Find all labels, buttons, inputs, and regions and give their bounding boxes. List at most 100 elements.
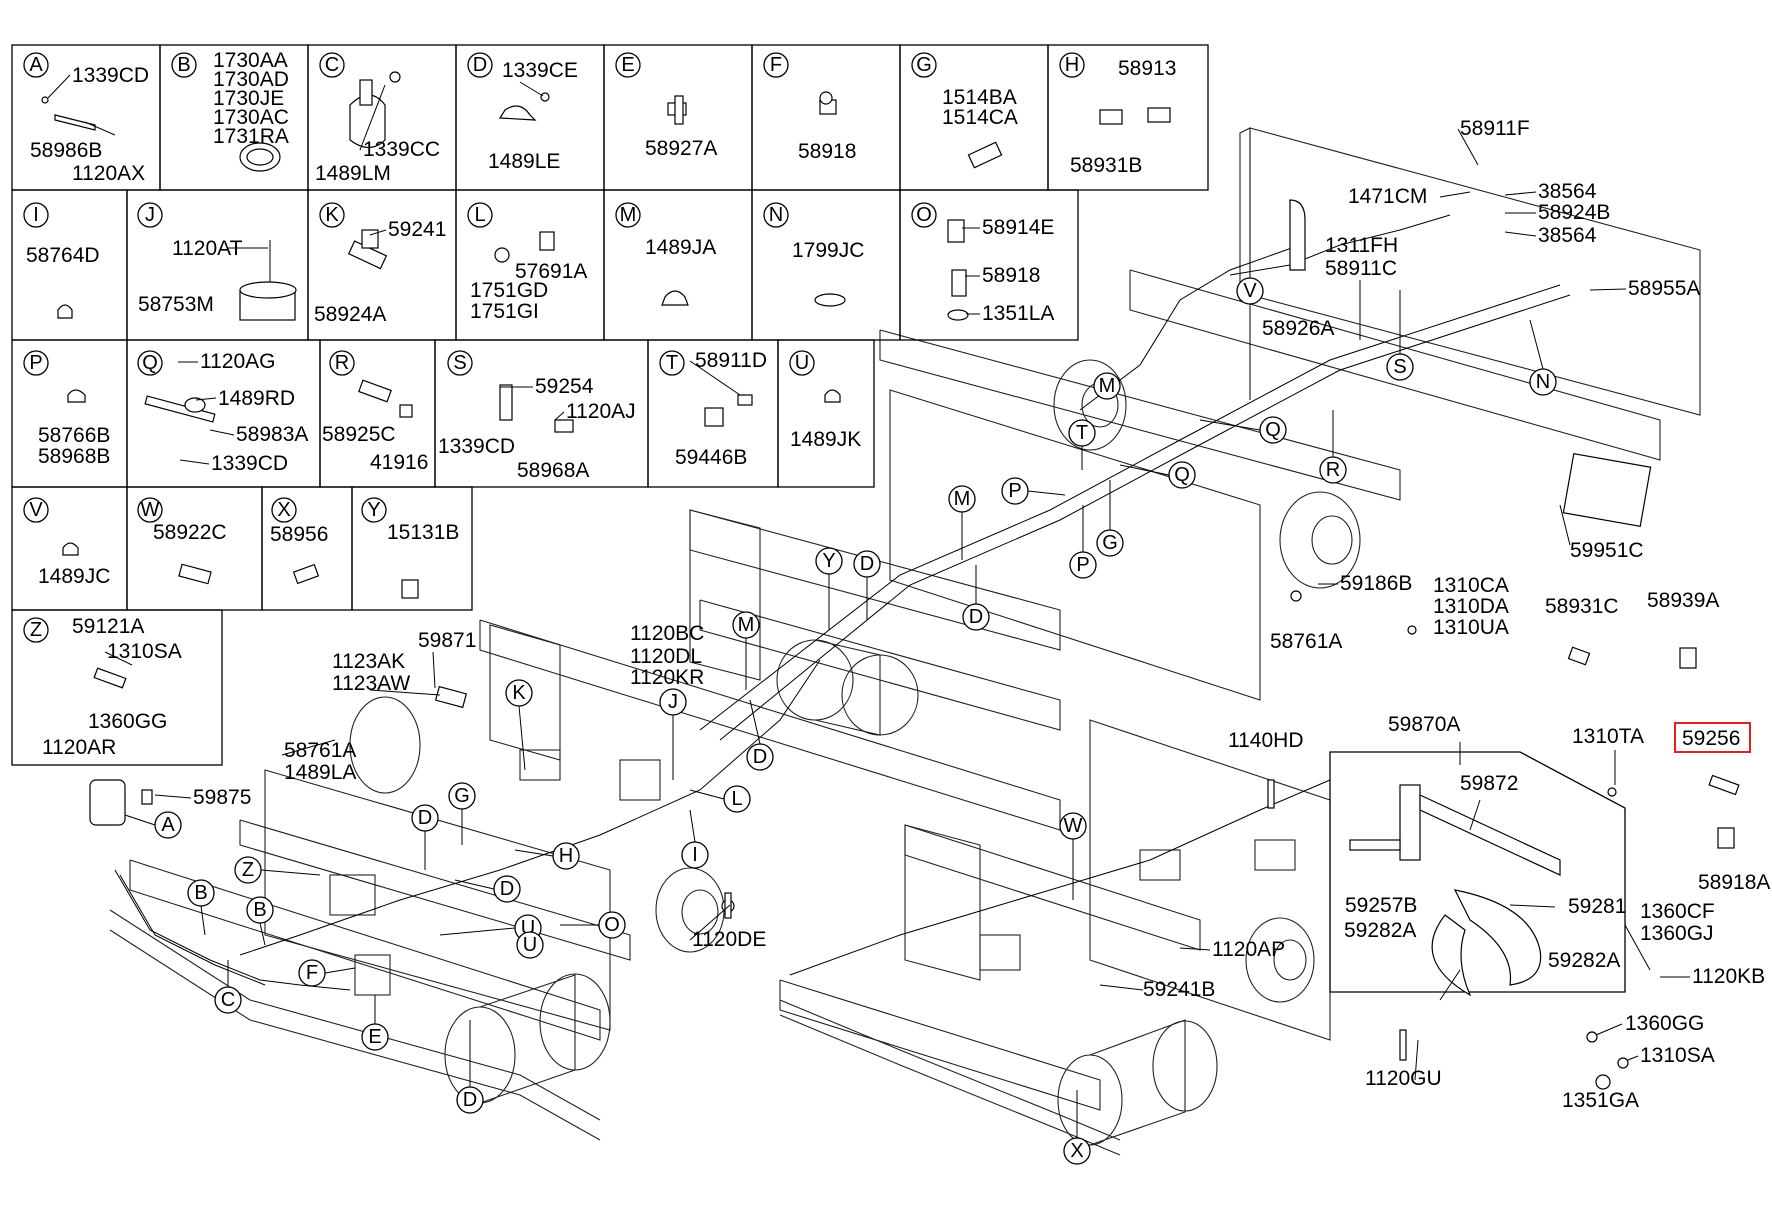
callout-1120DE: 1120DE	[692, 928, 766, 951]
label-Q-1339CD: 1339CD	[211, 452, 288, 475]
marker-R: R	[1326, 459, 1340, 481]
callout-38564-a: 38564	[1538, 180, 1597, 203]
label-C-1339CC: 1339CC	[363, 138, 440, 161]
box-letter-M: M	[620, 204, 637, 226]
callout-1489LA: 1489LA	[284, 761, 356, 784]
label-W-58922C: 58922C	[153, 521, 227, 544]
box-letter-W: W	[141, 499, 160, 521]
box-letter-A: A	[29, 54, 43, 76]
label-S-1339CD: 1339CD	[438, 435, 515, 458]
marker-I: I	[692, 844, 698, 866]
detail-box-59870A	[1329, 751, 1626, 997]
box-letter-G: G	[916, 54, 932, 76]
marker-B-2: B	[253, 899, 266, 921]
marker-D-1: D	[969, 606, 983, 628]
callout-59872: 59872	[1460, 772, 1518, 795]
marker-D-5: D	[500, 878, 514, 900]
callout-59186B: 59186B	[1340, 572, 1412, 595]
callout-58926A: 58926A	[1262, 317, 1334, 340]
callout-1120DL: 1120DL	[630, 645, 702, 668]
callout-59870A: 59870A	[1388, 713, 1460, 736]
marker-H: H	[559, 845, 573, 867]
label-L-1751GD: 1751GD	[470, 279, 548, 302]
label-Z-1120AR: 1120AR	[42, 736, 116, 759]
callout-1123AW: 1123AW	[332, 672, 410, 695]
label-B-1731RA: 1731RA	[213, 125, 289, 148]
callout-1120GU: 1120GU	[1365, 1067, 1442, 1090]
label-B-1730AA: 1730AA	[213, 49, 288, 72]
marker-J: J	[668, 691, 678, 713]
label-S-59254: 59254	[535, 375, 594, 398]
callout-1471CM: 1471CM	[1348, 185, 1427, 208]
callout-59282A-a: 59282A	[1344, 919, 1416, 942]
box-letter-B: B	[177, 54, 190, 76]
box-H	[1047, 44, 1209, 191]
box-letter-Q: Q	[142, 352, 158, 374]
callout-59256: 59256	[1682, 727, 1740, 750]
callout-58761A-b: 58761A	[284, 739, 356, 762]
box-letter-P: P	[29, 352, 42, 374]
box-letters: A B C D E F G H I J K L M N O P Q R S T …	[23, 52, 1085, 643]
marker-P-1: P	[1008, 480, 1021, 502]
callout-part-glyphs	[89, 199, 1740, 1090]
marker-D-2: D	[860, 553, 874, 575]
box-letter-F: F	[770, 54, 782, 76]
box-letter-O: O	[916, 204, 932, 226]
marker-F: F	[306, 962, 318, 984]
label-N-1799JC: 1799JC	[792, 239, 864, 262]
label-D-1339CE: 1339CE	[502, 59, 578, 82]
marker-M-2: M	[954, 488, 971, 510]
callout-1310TA: 1310TA	[1572, 725, 1644, 748]
label-S-1120AJ: 1120AJ	[566, 400, 636, 423]
box-part-sketches	[41, 71, 1171, 689]
box-Z	[11, 609, 223, 766]
box-letter-Y: Y	[367, 499, 380, 521]
label-K-58924A: 58924A	[314, 303, 386, 326]
callout-1311FH: 1311FH	[1325, 234, 1398, 257]
box-letter-C: C	[325, 54, 339, 76]
callout-59871: 59871	[418, 629, 476, 652]
marker-T: T	[1076, 422, 1088, 444]
label-D-1489LE: 1489LE	[488, 150, 560, 173]
label-I-58764D: 58764D	[26, 244, 100, 267]
callout-58918A: 58918A	[1698, 871, 1770, 894]
label-B-1730AD: 1730AD	[213, 68, 289, 91]
label-Q-1120AG: 1120AG	[200, 350, 276, 373]
callout-1120KR: 1120KR	[630, 666, 704, 689]
box-letter-H: H	[1065, 54, 1079, 76]
label-J-1120AT: 1120AT	[172, 237, 243, 260]
marker-D-3: D	[753, 746, 767, 768]
marker-C: C	[221, 989, 235, 1011]
callout-58911C: 58911C	[1325, 257, 1397, 280]
marker-Z: Z	[242, 859, 254, 881]
marker-X: X	[1070, 1140, 1083, 1162]
label-C-1489LM: 1489LM	[315, 162, 391, 185]
marker-K: K	[512, 682, 526, 704]
callout-1120AP: 1120AP	[1212, 938, 1285, 961]
box-O	[899, 189, 1079, 341]
callout-1310SA: 1310SA	[1640, 1044, 1715, 1067]
label-G-1514CA: 1514CA	[942, 106, 1018, 129]
callout-1351GA: 1351GA	[1562, 1089, 1639, 1112]
label-Y-15131B: 15131B	[387, 521, 459, 544]
label-V-1489JC: 1489JC	[38, 565, 110, 588]
marker-S: S	[1393, 356, 1406, 378]
label-K-59241: 59241	[388, 218, 446, 241]
marker-V: V	[1243, 280, 1257, 302]
marker-O: O	[604, 914, 620, 936]
box-letter-E: E	[621, 54, 634, 76]
callout-59281: 59281	[1568, 895, 1626, 918]
callout-1140HD: 1140HD	[1228, 729, 1304, 752]
box-letter-X: X	[277, 499, 290, 521]
frame-drawing-rear	[689, 127, 1701, 741]
callout-1310CA: 1310CA	[1433, 574, 1509, 597]
marker-L: L	[731, 788, 742, 810]
label-T-58911D: 58911D	[695, 349, 767, 372]
callout-59282A-b: 59282A	[1548, 949, 1620, 972]
label-B-1730JE: 1730JE	[213, 87, 284, 110]
callout-1360GG: 1360GG	[1625, 1012, 1704, 1035]
marker-D-4: D	[418, 807, 432, 829]
label-P-58968B: 58968B	[38, 445, 110, 468]
callout-59875: 59875	[193, 786, 251, 809]
label-O-58914E: 58914E	[982, 216, 1054, 239]
